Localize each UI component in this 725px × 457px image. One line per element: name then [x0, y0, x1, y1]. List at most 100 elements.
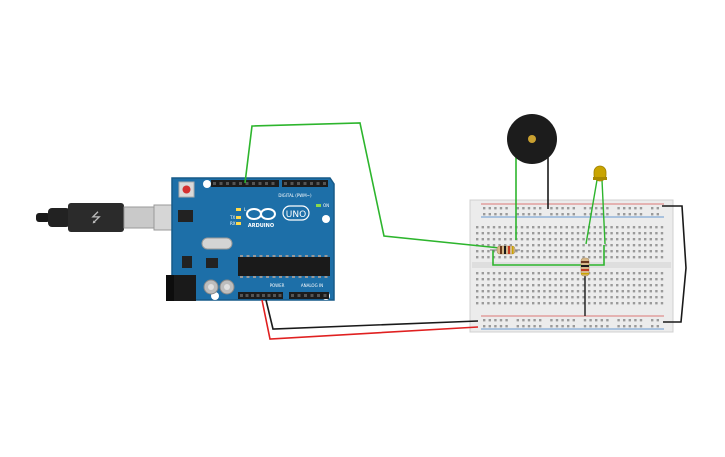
- breadboard-hole: [516, 213, 519, 216]
- breadboard-hole: [499, 207, 503, 210]
- breadboard-hole: [560, 290, 563, 293]
- breadboard-hole: [655, 250, 658, 253]
- breadboard-hole: [555, 325, 559, 328]
- breadboard-hole: [505, 325, 508, 328]
- usb-cable-tail: [36, 213, 50, 222]
- digital-header-pins[interactable]: [213, 182, 326, 185]
- breadboard-hole: [492, 256, 496, 259]
- arduino-logo: ARDUINO UNO: [246, 205, 310, 229]
- breadboard[interactable]: [469, 199, 674, 333]
- breadboard-hole: [588, 302, 591, 305]
- breadboard-hole: [520, 272, 524, 275]
- resistor-1[interactable]: [490, 245, 520, 255]
- breadboard-holes[interactable]: [476, 207, 664, 328]
- breadboard-hole: [543, 290, 546, 293]
- atmega-chip-pins: [240, 255, 328, 278]
- breadboard-hole: [655, 284, 658, 287]
- breadboard-hole: [599, 250, 602, 253]
- header-pin: [323, 294, 327, 297]
- breadboard-hole: [582, 244, 585, 247]
- resistor-2-band: [581, 261, 589, 263]
- breadboard-hole: [599, 296, 602, 299]
- breadboard-hole: [548, 226, 552, 229]
- chip-pin: [246, 276, 250, 278]
- breadboard-hole: [527, 325, 531, 328]
- breadboard-hole: [604, 296, 608, 299]
- breadboard-hole: [543, 272, 546, 275]
- arduino-uno-board[interactable]: L TX RX ON ARDUINO UNO DIGITAL (PWM~) PO…: [166, 177, 335, 301]
- breadboard-hole: [632, 256, 636, 259]
- breadboard-hole: [561, 325, 564, 328]
- breadboard-hole: [644, 238, 647, 241]
- wire-red-5v[interactable]: [261, 299, 479, 340]
- analog-header[interactable]: [289, 292, 329, 299]
- breadboard-hole: [492, 232, 496, 235]
- breadboard-hole: [561, 319, 564, 322]
- header-pin: [297, 182, 300, 185]
- resistor-1-band: [504, 246, 506, 254]
- power-header[interactable]: [238, 292, 283, 299]
- breadboard-hole: [604, 302, 608, 305]
- bottom-header-pins[interactable]: [240, 294, 327, 297]
- breadboard-hole: [599, 284, 602, 287]
- breadboard-hole: [593, 244, 596, 247]
- breadboard-hole: [533, 207, 536, 210]
- breadboard-hole: [582, 284, 585, 287]
- breadboard-hole: [505, 319, 508, 322]
- breadboard-hole: [476, 226, 479, 229]
- breadboard-hole: [655, 238, 658, 241]
- breadboard-hole: [655, 272, 658, 275]
- breadboard-hole: [554, 302, 557, 305]
- breadboard-hole: [616, 232, 619, 235]
- breadboard-hole: [565, 290, 568, 293]
- breadboard-hole: [632, 232, 636, 235]
- breadboard-hole: [600, 325, 603, 328]
- breadboard-hole: [593, 296, 596, 299]
- breadboard-hole: [504, 278, 507, 281]
- wire-black-ground[interactable]: [265, 299, 479, 330]
- breadboard-hole: [539, 207, 542, 210]
- chip-pin: [266, 255, 269, 257]
- breadboard-hole: [582, 290, 585, 293]
- breadboard-hole: [649, 244, 652, 247]
- header-pin: [219, 182, 223, 185]
- led-on-label: ON: [323, 203, 329, 208]
- breadboard-hole: [550, 207, 553, 210]
- breadboard-hole: [576, 256, 580, 259]
- breadboard-hole: [550, 319, 553, 322]
- resistor-2[interactable]: [580, 257, 590, 277]
- breadboard-hole: [604, 278, 608, 281]
- breadboard-hole: [504, 238, 507, 241]
- usb-cable[interactable]: ⭍: [36, 203, 175, 232]
- piezo-buzzer[interactable]: [507, 114, 557, 164]
- breadboard-hole: [515, 256, 518, 259]
- breadboard-hole: [583, 207, 587, 210]
- reset-button-cap[interactable]: [182, 185, 191, 194]
- led-leg-anode: [601, 179, 606, 245]
- capacitor-top: [224, 284, 230, 290]
- breadboard-hole: [537, 290, 540, 293]
- breadboard-hole: [504, 244, 507, 247]
- breadboard-hole: [616, 226, 619, 229]
- breadboard-hole: [638, 238, 641, 241]
- breadboard-hole: [604, 272, 608, 275]
- led[interactable]: [593, 165, 607, 182]
- breadboard-hole: [660, 272, 664, 275]
- breadboard-hole: [515, 272, 518, 275]
- breadboard-hole: [532, 272, 535, 275]
- breadboard-hole: [543, 226, 546, 229]
- breadboard-hole: [488, 319, 491, 322]
- breadboard-hole: [522, 207, 525, 210]
- digital-label: DIGITAL (PWM~): [278, 193, 312, 198]
- breadboard-hole: [494, 319, 497, 322]
- wire-green-digital[interactable]: [244, 122, 501, 249]
- breadboard-hole: [509, 272, 512, 275]
- wire-black-rail-bridge[interactable]: [662, 205, 687, 323]
- breadboard-hole: [660, 290, 664, 293]
- breadboard-hole: [599, 278, 602, 281]
- wire-green-jumper[interactable]: [492, 245, 605, 266]
- digital-header-left[interactable]: [211, 180, 279, 187]
- breadboard-hole: [599, 232, 602, 235]
- breadboard-hole: [588, 232, 591, 235]
- breadboard-hole: [548, 238, 552, 241]
